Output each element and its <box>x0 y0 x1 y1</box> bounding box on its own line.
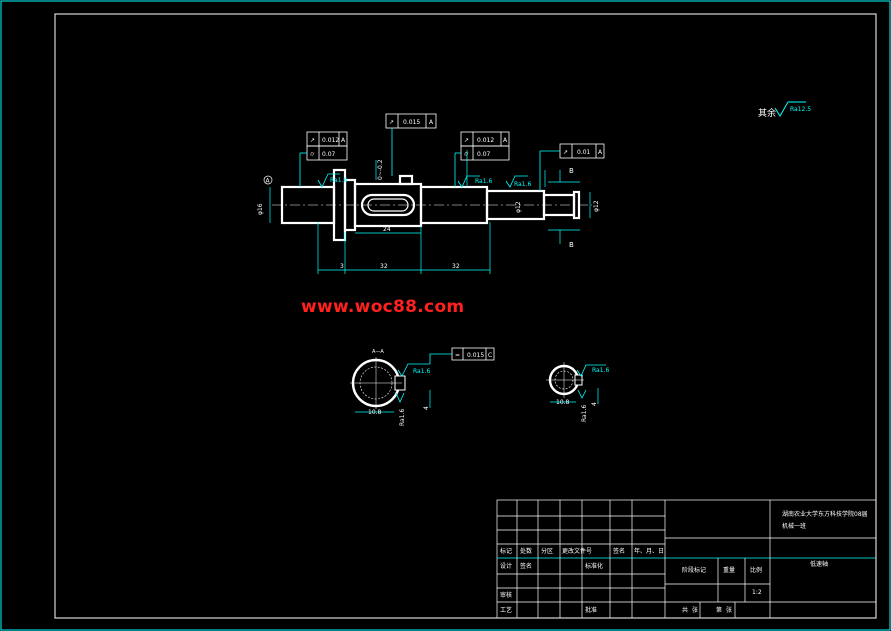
svg-text:第: 第 <box>716 606 722 614</box>
svg-text:1:2: 1:2 <box>752 589 762 596</box>
svg-text:3: 3 <box>340 263 344 270</box>
svg-text:设计: 设计 <box>500 562 512 570</box>
svg-text:标记: 标记 <box>500 547 512 555</box>
section-view-b: 10.8 4 Ra1.6 Ra1.6 <box>546 362 609 422</box>
svg-text:比例: 比例 <box>750 566 762 574</box>
svg-text:32: 32 <box>380 263 388 270</box>
svg-text:其余: 其余 <box>758 107 776 119</box>
svg-text:处数: 处数 <box>520 547 532 555</box>
svg-text:φ16: φ16 <box>257 203 264 215</box>
title-block <box>496 499 877 619</box>
svg-text:4: 4 <box>423 406 430 410</box>
svg-text:标准化: 标准化 <box>585 562 603 570</box>
svg-text:批准: 批准 <box>585 606 597 614</box>
svg-text:C: C <box>488 352 492 359</box>
svg-text:低速轴: 低速轴 <box>810 560 828 568</box>
svg-text:φ12: φ12 <box>515 201 522 213</box>
svg-text:0.07: 0.07 <box>477 151 491 158</box>
svg-text:φ12: φ12 <box>593 200 600 212</box>
svg-text:审核: 审核 <box>500 591 512 599</box>
svg-text:↗: ↗ <box>464 137 469 144</box>
svg-text:10.8: 10.8 <box>556 399 570 406</box>
main-dim-texts: 3 32 32 24 φ16 φ12 φ12 0~-0.2 <box>257 159 600 270</box>
svg-text:0.015: 0.015 <box>467 352 484 359</box>
svg-text:A: A <box>341 137 346 144</box>
svg-text:32: 32 <box>452 263 460 270</box>
svg-text:0.01: 0.01 <box>577 149 591 156</box>
svg-text:0~-0.2: 0~-0.2 <box>377 159 384 180</box>
svg-text:↗: ↗ <box>310 137 315 144</box>
svg-text:签名: 签名 <box>520 562 532 570</box>
surface-note: 其余 Ra12.5 <box>758 101 811 119</box>
svg-text:分区: 分区 <box>541 547 553 555</box>
svg-text:↗: ↗ <box>563 149 568 156</box>
svg-text:24: 24 <box>383 226 391 233</box>
roughness-marks: Ra1.6 Ra1.6 Ra1.6 <box>317 173 531 188</box>
svg-text:0.07: 0.07 <box>322 151 336 158</box>
drawing-frame <box>54 13 877 619</box>
svg-text:4: 4 <box>591 402 598 406</box>
svg-text:Ra1.6: Ra1.6 <box>514 181 531 188</box>
svg-text:工艺: 工艺 <box>500 606 512 614</box>
svg-text:B: B <box>569 167 574 175</box>
svg-text:Ra1.6: Ra1.6 <box>413 368 430 375</box>
svg-text:签名: 签名 <box>613 547 625 555</box>
svg-text:重量: 重量 <box>723 566 735 574</box>
svg-text:↗: ↗ <box>389 119 394 126</box>
svg-text:机械一班: 机械一班 <box>782 522 806 530</box>
svg-text:张: 张 <box>692 606 698 614</box>
svg-text:阶段标记: 阶段标记 <box>682 566 706 574</box>
title-block-texts: 标记 处数 分区 更改文件号 签名 年、月、日 设计 签名 标准化 审核 工艺 … <box>500 510 868 614</box>
svg-text:B: B <box>569 241 574 249</box>
svg-text:Ra1.6: Ra1.6 <box>592 367 609 374</box>
svg-text:⌭: ⌭ <box>464 151 469 158</box>
svg-text:更改文件号: 更改文件号 <box>562 547 592 555</box>
svg-text:湖南农业大学东方科技学院08届: 湖南农业大学东方科技学院08届 <box>782 510 868 518</box>
svg-text:10.8: 10.8 <box>368 409 382 416</box>
svg-text:A: A <box>266 178 271 185</box>
svg-text:A—A: A—A <box>372 349 384 355</box>
svg-text:A: A <box>503 137 508 144</box>
section-view-a: A—A 10.8 4 Ra1.6 = 0.015 C Ra1.6 <box>350 347 495 426</box>
svg-text:0.012: 0.012 <box>477 137 494 144</box>
svg-text:A: A <box>429 119 434 126</box>
main-labels: A B B <box>263 167 574 249</box>
svg-text:Ra1.6: Ra1.6 <box>399 409 406 426</box>
svg-text:Ra1.6: Ra1.6 <box>475 178 492 185</box>
svg-text:Ra12.5: Ra12.5 <box>790 106 811 113</box>
svg-text:Ra1.6: Ra1.6 <box>330 177 347 184</box>
svg-text:=: = <box>455 352 460 359</box>
svg-text:年、月、日: 年、月、日 <box>634 547 664 555</box>
watermark: www.woc88.com <box>301 297 465 317</box>
tolerance-frames <box>299 113 605 191</box>
main-dimensions <box>269 150 591 274</box>
svg-text:0.015: 0.015 <box>403 119 420 126</box>
svg-text:共: 共 <box>682 606 688 614</box>
svg-text:A: A <box>598 149 603 156</box>
svg-text:Ra1.6: Ra1.6 <box>581 405 588 422</box>
tolerance-texts: ↗ 0.012 A ⌭ 0.07 ↗ 0.015 A ↗ 0.012 A ⌭ 0… <box>310 119 603 158</box>
svg-text:张: 张 <box>726 606 732 614</box>
svg-text:0.012: 0.012 <box>322 137 339 144</box>
svg-text:⌭: ⌭ <box>310 151 315 158</box>
